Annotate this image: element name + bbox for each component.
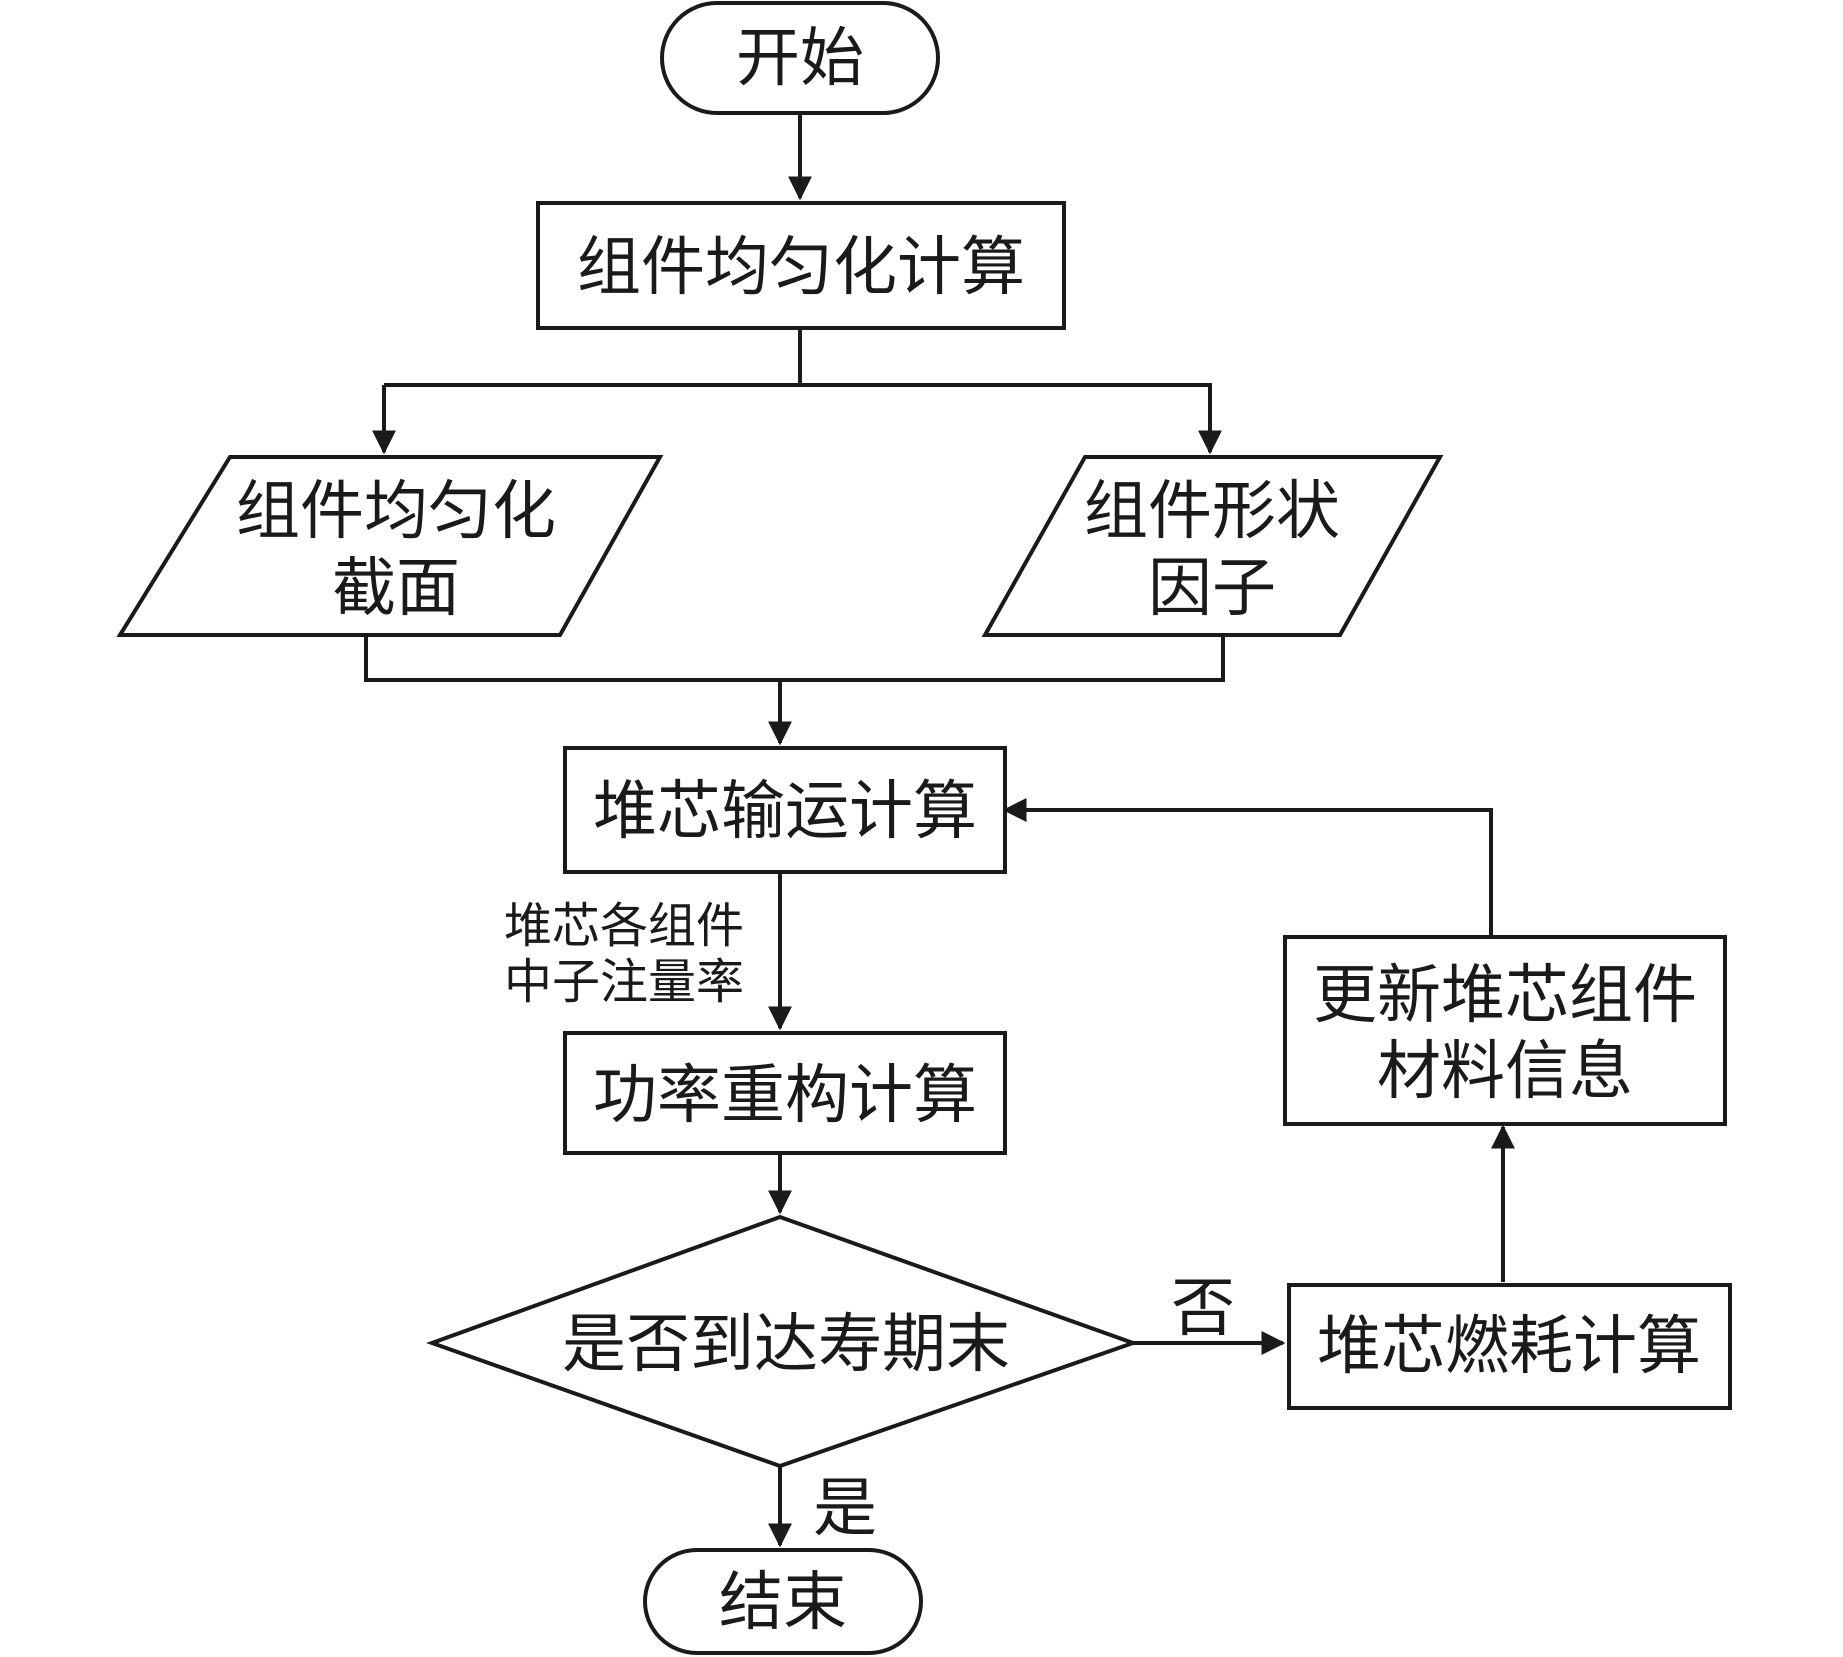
burnup-node: 堆芯燃耗计算 (1287, 1283, 1732, 1410)
edge-homogenization-split (384, 328, 802, 387)
form-factor-node: 组件形状 因子 (981, 455, 1444, 637)
edges (364, 113, 1515, 1548)
power-reconstruction-label: 功率重构计算 (593, 1059, 977, 1133)
end-node: 结束 (643, 1548, 923, 1655)
end-label: 结束 (719, 1566, 847, 1640)
flux-note: 堆芯各组件 中子注量率 (504, 898, 744, 1010)
power-reconstruction-node: 功率重构计算 (563, 1031, 1007, 1155)
update-material-label-line2: 材料信息 (1377, 1035, 1633, 1109)
homogenization-node: 组件均匀化计算 (536, 201, 1066, 330)
yes-label: 是 (813, 1472, 877, 1546)
flux-note-line2: 中子注量率 (504, 954, 744, 1010)
form-factor-label-line2: 因子 (1148, 552, 1276, 626)
update-material-label-line1: 更新堆芯组件 (1313, 959, 1697, 1033)
homogenization-label: 组件均匀化计算 (577, 231, 1025, 305)
cross-section-node: 组件均匀化 截面 (116, 455, 664, 637)
cross-section-label-line2: 截面 (332, 552, 460, 626)
no-label: 否 (1171, 1272, 1235, 1346)
edge-update-to-transport (1002, 798, 1493, 935)
cross-section-label-line1: 组件均匀化 (236, 475, 556, 549)
burnup-label: 堆芯燃耗计算 (1317, 1310, 1701, 1384)
decision-node: 是否到达寿期末 (426, 1214, 1140, 1469)
edge-split-right (800, 383, 1222, 455)
edge-merge (364, 635, 1225, 682)
update-material-node: 更新堆芯组件 材料信息 (1283, 935, 1727, 1126)
start-label: 开始 (736, 22, 864, 96)
form-factor-label-line1: 组件形状 (1084, 475, 1340, 549)
transport-label: 堆芯输运计算 (593, 775, 977, 849)
flux-note-line1: 堆芯各组件 (504, 898, 744, 954)
transport-node: 堆芯输运计算 (563, 746, 1007, 874)
decision-label: 是否到达寿期末 (562, 1308, 1010, 1382)
start-node: 开始 (660, 1, 940, 115)
